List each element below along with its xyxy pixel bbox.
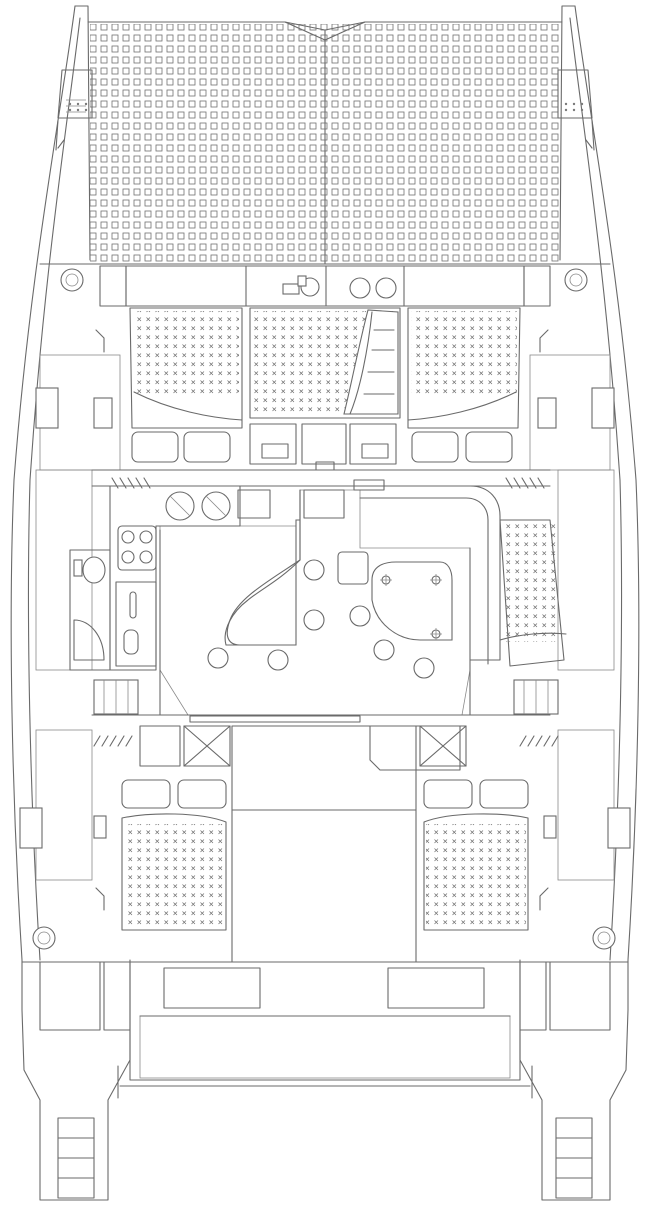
- aft-transom: [21, 961, 629, 1099]
- windlass: [282, 275, 320, 297]
- aft-cockpit-floor: [231, 725, 417, 963]
- port-winch-cluster: [93, 477, 151, 747]
- port-hull: [10, 5, 131, 1201]
- port-head: [69, 549, 111, 671]
- starboard-winch-cluster: [505, 477, 559, 747]
- forward-lockers: [249, 423, 397, 471]
- starboard-forward-winch: [564, 268, 588, 292]
- port-side-deck: [19, 354, 121, 881]
- deck-hatch-round-pair: [349, 277, 397, 299]
- side-deck-fittings: [93, 329, 559, 911]
- starboard-hull: [519, 5, 640, 1201]
- starboard-aft-winch: [592, 926, 616, 950]
- starboard-side-deck: [529, 354, 631, 881]
- port-aft-winch: [32, 926, 56, 950]
- trampoline-net: [87, 21, 563, 265]
- forward-sunpad-center: [249, 307, 401, 419]
- saloon-floor: [91, 469, 551, 716]
- forward-cushions: [131, 431, 513, 463]
- starboard-bow-locker: [557, 69, 595, 151]
- forward-cockpit-frame: [39, 263, 611, 307]
- port-transom-steps: [57, 1117, 95, 1199]
- port-forward-winch: [60, 268, 84, 292]
- galley-counter: [109, 485, 241, 671]
- starboard-transom-steps: [555, 1117, 593, 1199]
- aft-sunpad-port: [121, 813, 227, 931]
- navigation-station: [371, 561, 453, 641]
- forward-sunpad-starboard: [407, 307, 521, 429]
- aft-cushions: [121, 779, 529, 809]
- port-bow-locker: [55, 69, 93, 151]
- starboard-saloon-sofa: [359, 485, 567, 667]
- saloon-table: [224, 489, 301, 646]
- aft-sunpad-starboard: [423, 813, 529, 931]
- aft-companionway: [139, 715, 467, 771]
- forward-sunpad-port: [129, 307, 243, 429]
- saloon-lockers: [237, 479, 385, 519]
- saloon-stools: [207, 551, 435, 679]
